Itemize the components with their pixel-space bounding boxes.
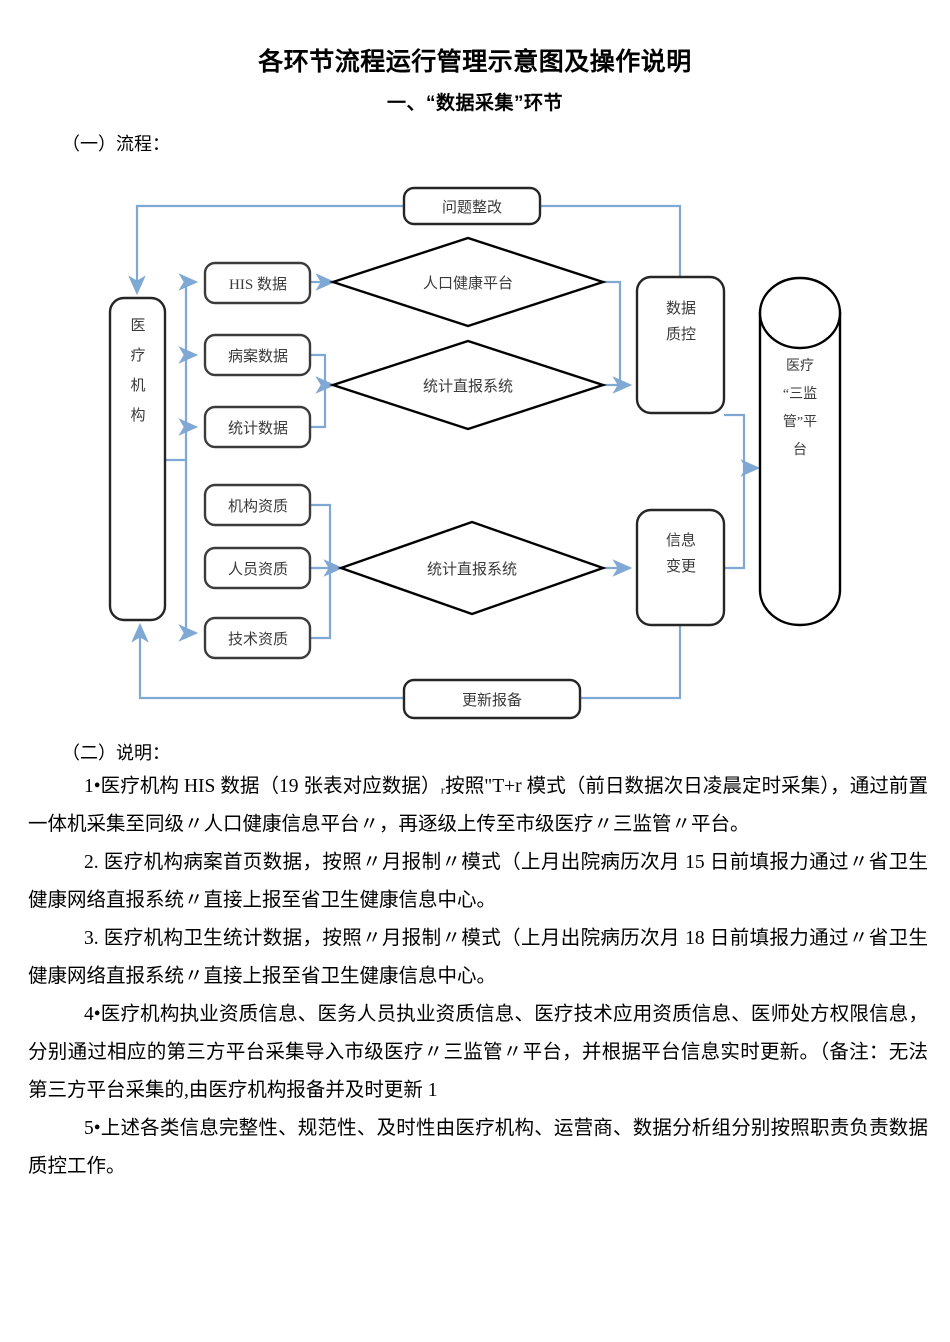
paragraph-4: 4•医疗机构执业资质信息、医务人员执业资质信息、医疗技术应用资质信息、医师处方权… xyxy=(28,1004,928,1101)
node-technical-qualification: 技术资质 xyxy=(203,616,312,660)
svg-text:台: 台 xyxy=(793,442,807,458)
paragraph-2: 2. 医疗机构病案首页数据，按照〃月报制〃模式（上月出院病历次月 15 日前填报… xyxy=(28,852,928,911)
node-three-supervision-platform: 医疗 “三监 管”平 台 医疗“三监管”平台 xyxy=(758,276,842,627)
paragraph-1: 1•医疗机构 HIS 数据（19 张表对应数据）ᵣ按照"T+r 模式（前日数据次… xyxy=(28,776,928,835)
svg-text:质控: 质控 xyxy=(666,326,696,343)
node-direct-report-system-lower: 统计直报系统 xyxy=(337,520,607,616)
node-his-data: HIS 数据 xyxy=(203,261,312,305)
node-record-data-label: 病案数据 xyxy=(228,347,288,365)
node-update-filing: 更新报备 xyxy=(402,678,582,720)
node-population-health-platform: 人口健康平台 xyxy=(329,236,607,328)
svg-text:数据: 数据 xyxy=(666,300,696,317)
svg-text:疗: 疗 xyxy=(130,347,145,364)
node-institution-qualification: 机构资质 xyxy=(203,483,312,527)
svg-text:“三监: “三监 xyxy=(783,386,817,402)
connectors xyxy=(128,204,761,700)
node-data-quality-control: 数据 质控 数据质控 xyxy=(635,275,726,415)
svg-text:信息: 信息 xyxy=(666,532,696,549)
node-institution-qualification-label: 机构资质 xyxy=(228,498,288,515)
paragraph-5: 5•上述各类信息完整性、规范性、及时性由医疗机构、运营商、数据分析组分别按照职责… xyxy=(28,1118,928,1177)
paragraph-3: 3. 医疗机构卫生统计数据，按照〃月报制〃模式（上月出院病历次月 18 日前填报… xyxy=(28,928,928,987)
svg-text:机: 机 xyxy=(130,377,145,394)
svg-text:管”平: 管”平 xyxy=(783,414,817,430)
node-his-data-label: HIS 数据 xyxy=(229,276,287,293)
node-statistics-data-label: 统计数据 xyxy=(228,420,288,437)
node-medical-institution: 医 疗 机 构 医疗机构 xyxy=(108,296,167,622)
section-label-flow: （一）流程： xyxy=(62,134,170,154)
node-direct-report-system-upper: 统计直报系统 xyxy=(329,339,607,431)
node-issue-rectify: 问题整改 xyxy=(402,186,542,226)
section-label-description: （二）说明： xyxy=(62,743,170,763)
node-issue-rectify-label: 问题整改 xyxy=(442,199,502,216)
node-personnel-qualification-label: 人员资质 xyxy=(228,561,288,578)
node-direct-report-system-lower-label: 统计直报系统 xyxy=(427,561,517,578)
page-subtitle: 一、“数据采集”环节 xyxy=(386,93,563,114)
svg-text:医: 医 xyxy=(130,318,145,334)
node-record-data: 病案数据 xyxy=(203,333,312,377)
node-direct-report-system-upper-label: 统计直报系统 xyxy=(423,378,513,395)
node-update-filing-label: 更新报备 xyxy=(462,692,522,709)
svg-text:医疗: 医疗 xyxy=(786,358,814,374)
node-statistics-data: 统计数据 xyxy=(203,405,312,449)
flow-diagram: 问题整改 医 疗 机 构 医疗机构 HIS 数据 病案数据 xyxy=(0,170,950,730)
node-technical-qualification-label: 技术资质 xyxy=(228,631,288,648)
svg-text:变更: 变更 xyxy=(666,558,696,575)
node-personnel-qualification: 人员资质 xyxy=(203,546,312,590)
description-body: 1•医疗机构 HIS 数据（19 张表对应数据）ᵣ按照"T+r 模式（前日数据次… xyxy=(28,768,928,1186)
svg-text:构: 构 xyxy=(130,407,145,424)
page-title: 各环节流程运行管理示意图及操作说明 xyxy=(258,48,692,76)
node-population-health-platform-label: 人口健康平台 xyxy=(423,275,513,292)
